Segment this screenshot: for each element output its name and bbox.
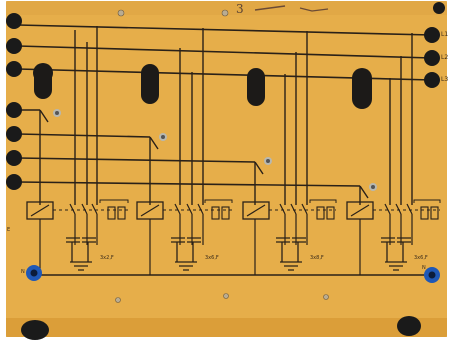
left-sockets bbox=[6, 13, 22, 190]
knobs bbox=[33, 63, 372, 109]
test-pins bbox=[53, 109, 377, 191]
top-scribble: 3 bbox=[236, 2, 244, 16]
right-sockets bbox=[424, 2, 445, 88]
capacitor-banks bbox=[66, 237, 411, 271]
terminal-label-l2: L2 bbox=[441, 54, 449, 61]
neutral-label-right: N bbox=[422, 265, 426, 271]
terminal-label-l1: L1 bbox=[441, 31, 449, 38]
edge-label: E bbox=[7, 227, 11, 233]
vertical-lines bbox=[39, 26, 413, 205]
contactor-group-3 bbox=[242, 199, 337, 220]
orange-panel bbox=[6, 1, 447, 337]
capacitor-label-2: 3x6,F bbox=[205, 255, 219, 261]
blue-terminals bbox=[26, 265, 440, 283]
capacitor-label-3: 3x8,F bbox=[310, 255, 324, 261]
screws bbox=[115, 9, 329, 303]
neutral-label-left: N bbox=[21, 269, 25, 275]
contactor-group-1 bbox=[26, 199, 129, 220]
capacitor-label-1: 3x2,F bbox=[100, 255, 114, 261]
feet bbox=[21, 316, 421, 340]
capacitor-label-4: 3x6,F bbox=[414, 255, 428, 261]
terminal-label-l3: L3 bbox=[441, 76, 449, 83]
